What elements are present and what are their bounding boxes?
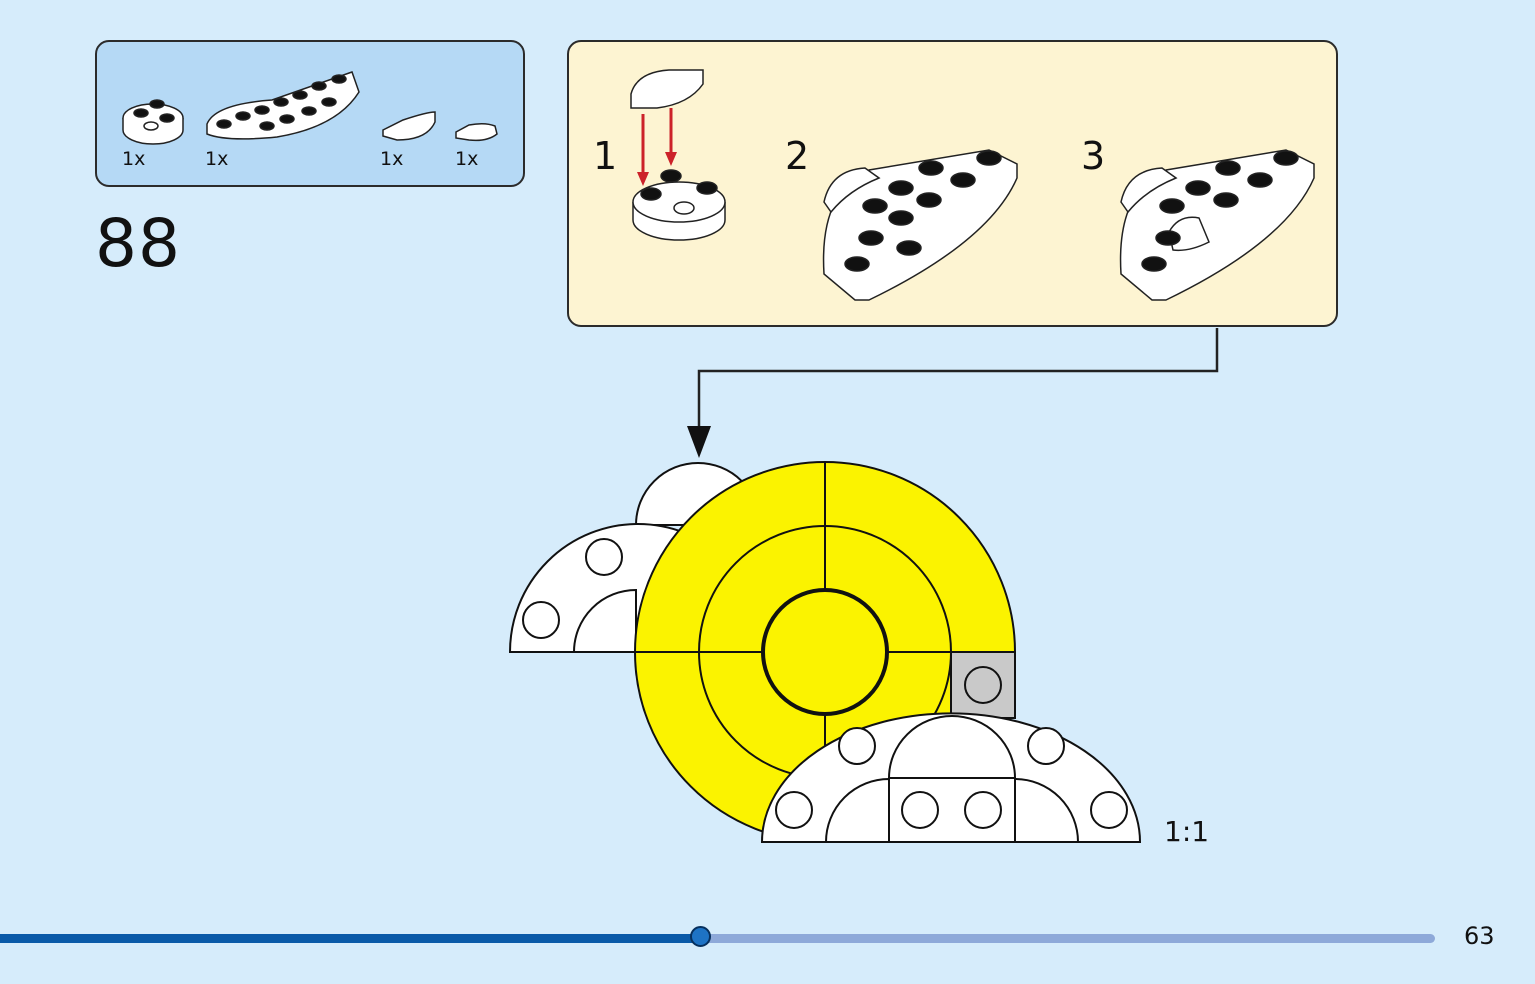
progress-fill [0, 934, 700, 943]
substep-3-illustration [1119, 149, 1315, 301]
subassembly-illustration [630, 69, 1315, 301]
part-qty: 1x [122, 148, 146, 170]
subassembly-box: 1 2 3 [567, 40, 1338, 327]
substep-label: 2 [785, 134, 810, 178]
part-qty: 1x [455, 148, 479, 170]
quarter-tile-large-icon [382, 111, 436, 141]
front-half-plate [760, 712, 1142, 843]
part-qty: 1x [380, 148, 404, 170]
scale-label: 1:1 [1164, 815, 1210, 848]
half-plate-icon [206, 71, 360, 140]
step-number: 88 [95, 205, 181, 282]
quarter-tile-small-icon [455, 122, 498, 142]
connector-arrow [687, 328, 1219, 458]
model-front-view [508, 461, 1142, 843]
substep-2-illustration [822, 149, 1018, 301]
part-qty: 1x [205, 148, 229, 170]
round-plate-icon [122, 99, 184, 145]
progress-track [0, 934, 1435, 943]
substep-label: 1 [593, 134, 618, 178]
parts-list-box: 1x 1x 1x 1x [95, 40, 525, 187]
page-number: 63 [1464, 922, 1495, 950]
substep-1-illustration [630, 69, 726, 241]
parts-illustration [122, 71, 498, 145]
substep-label: 3 [1081, 134, 1106, 178]
progress-knob[interactable] [690, 926, 711, 947]
